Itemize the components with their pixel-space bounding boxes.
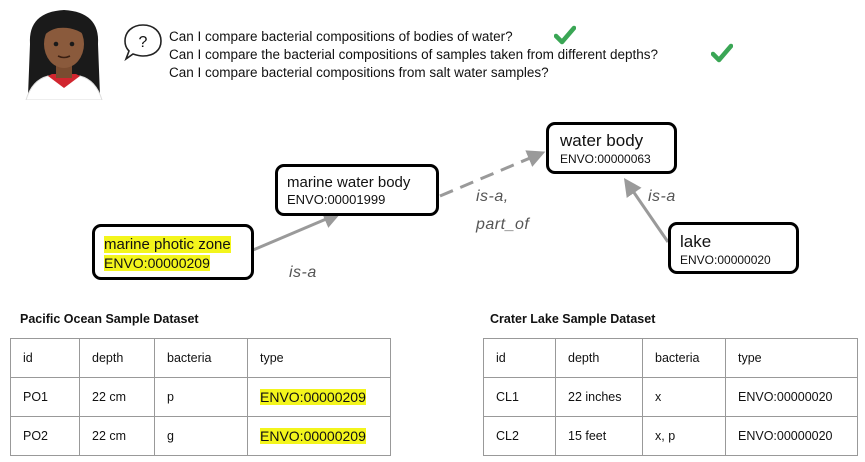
table-cell: ENVO:00000020	[725, 377, 858, 417]
edge-label-is-a-part-of: is-a,	[476, 188, 509, 205]
node-label: water body	[560, 131, 644, 150]
table-cell: x, p	[642, 416, 726, 456]
table-header-cell: type	[247, 338, 391, 378]
edge-label-is-a: is-a	[648, 188, 676, 205]
table-row: PO1 22 cm p ENVO:00000209	[10, 377, 391, 417]
highlighted-type: ENVO:00000209	[260, 389, 366, 405]
pacific-table-title: Pacific Ocean Sample Dataset	[20, 312, 199, 326]
node-id: ENVO:00000209	[104, 255, 210, 271]
table-header-cell: depth	[79, 338, 155, 378]
edge-lake-to-water	[623, 178, 670, 243]
edge-label-part-of: part_of	[476, 216, 530, 233]
checkmark-icon	[554, 25, 576, 45]
node-label: lake	[680, 232, 712, 251]
node-id: ENVO:00000020	[680, 253, 771, 267]
question-2: Can I compare the bacterial compositions…	[169, 47, 659, 62]
speech-bubble-symbol: ?	[139, 34, 148, 51]
crater-dataset-table: id depth bacteria type CL1 22 inches x E…	[483, 338, 858, 456]
table-cell: ENVO:00000209	[247, 416, 391, 456]
table-cell: x	[642, 377, 726, 417]
table-header-cell: bacteria	[154, 338, 248, 378]
table-cell: 22 cm	[79, 416, 155, 456]
edge-photic-to-marine	[252, 211, 342, 252]
table-cell: p	[154, 377, 248, 417]
table-cell: CL1	[483, 377, 556, 417]
table-cell: 22 inches	[555, 377, 643, 417]
person-avatar-icon	[25, 10, 103, 100]
table-cell: CL2	[483, 416, 556, 456]
edge-label-is-a: is-a	[289, 264, 317, 281]
node-lake: lake ENVO:00000020	[668, 222, 799, 274]
table-cell: 22 cm	[79, 377, 155, 417]
speech-bubble-icon: ?	[124, 24, 162, 62]
table-cell: PO2	[10, 416, 80, 456]
table-row: CL1 22 inches x ENVO:00000020	[483, 377, 858, 417]
node-marine-water-body: marine water body ENVO:00001999	[275, 164, 439, 216]
pacific-dataset-table: id depth bacteria type PO1 22 cm p ENVO:…	[10, 338, 391, 456]
table-cell: ENVO:00000020	[725, 416, 858, 456]
crater-table-title: Crater Lake Sample Dataset	[490, 312, 656, 326]
table-header-cell: type	[725, 338, 858, 378]
table-row: PO2 22 cm g ENVO:00000209	[10, 416, 391, 456]
table-header-row: id depth bacteria type	[483, 338, 858, 378]
highlighted-type: ENVO:00000209	[260, 428, 366, 444]
node-marine-photic-zone: marine photic zone ENVO:00000209	[92, 224, 254, 280]
checkmark-icon	[711, 43, 733, 63]
table-cell: ENVO:00000209	[247, 377, 391, 417]
node-water-body: water body ENVO:00000063	[546, 122, 677, 174]
table-cell: 15 feet	[555, 416, 643, 456]
table-cell: g	[154, 416, 248, 456]
edge-marine-to-water	[439, 150, 546, 198]
question-1: Can I compare bacterial compositions of …	[169, 29, 513, 44]
table-header-cell: id	[483, 338, 556, 378]
table-header-cell: bacteria	[642, 338, 726, 378]
table-header-cell: id	[10, 338, 80, 378]
node-label: marine photic zone	[104, 236, 231, 253]
node-label: marine water body	[287, 174, 411, 191]
table-row: CL2 15 feet x, p ENVO:00000020	[483, 416, 858, 456]
question-3: Can I compare bacterial compositions fro…	[169, 65, 549, 80]
table-header-cell: depth	[555, 338, 643, 378]
table-cell: PO1	[10, 377, 80, 417]
node-id: ENVO:00001999	[287, 192, 386, 207]
node-id: ENVO:00000063	[560, 152, 651, 166]
table-header-row: id depth bacteria type	[10, 338, 391, 378]
